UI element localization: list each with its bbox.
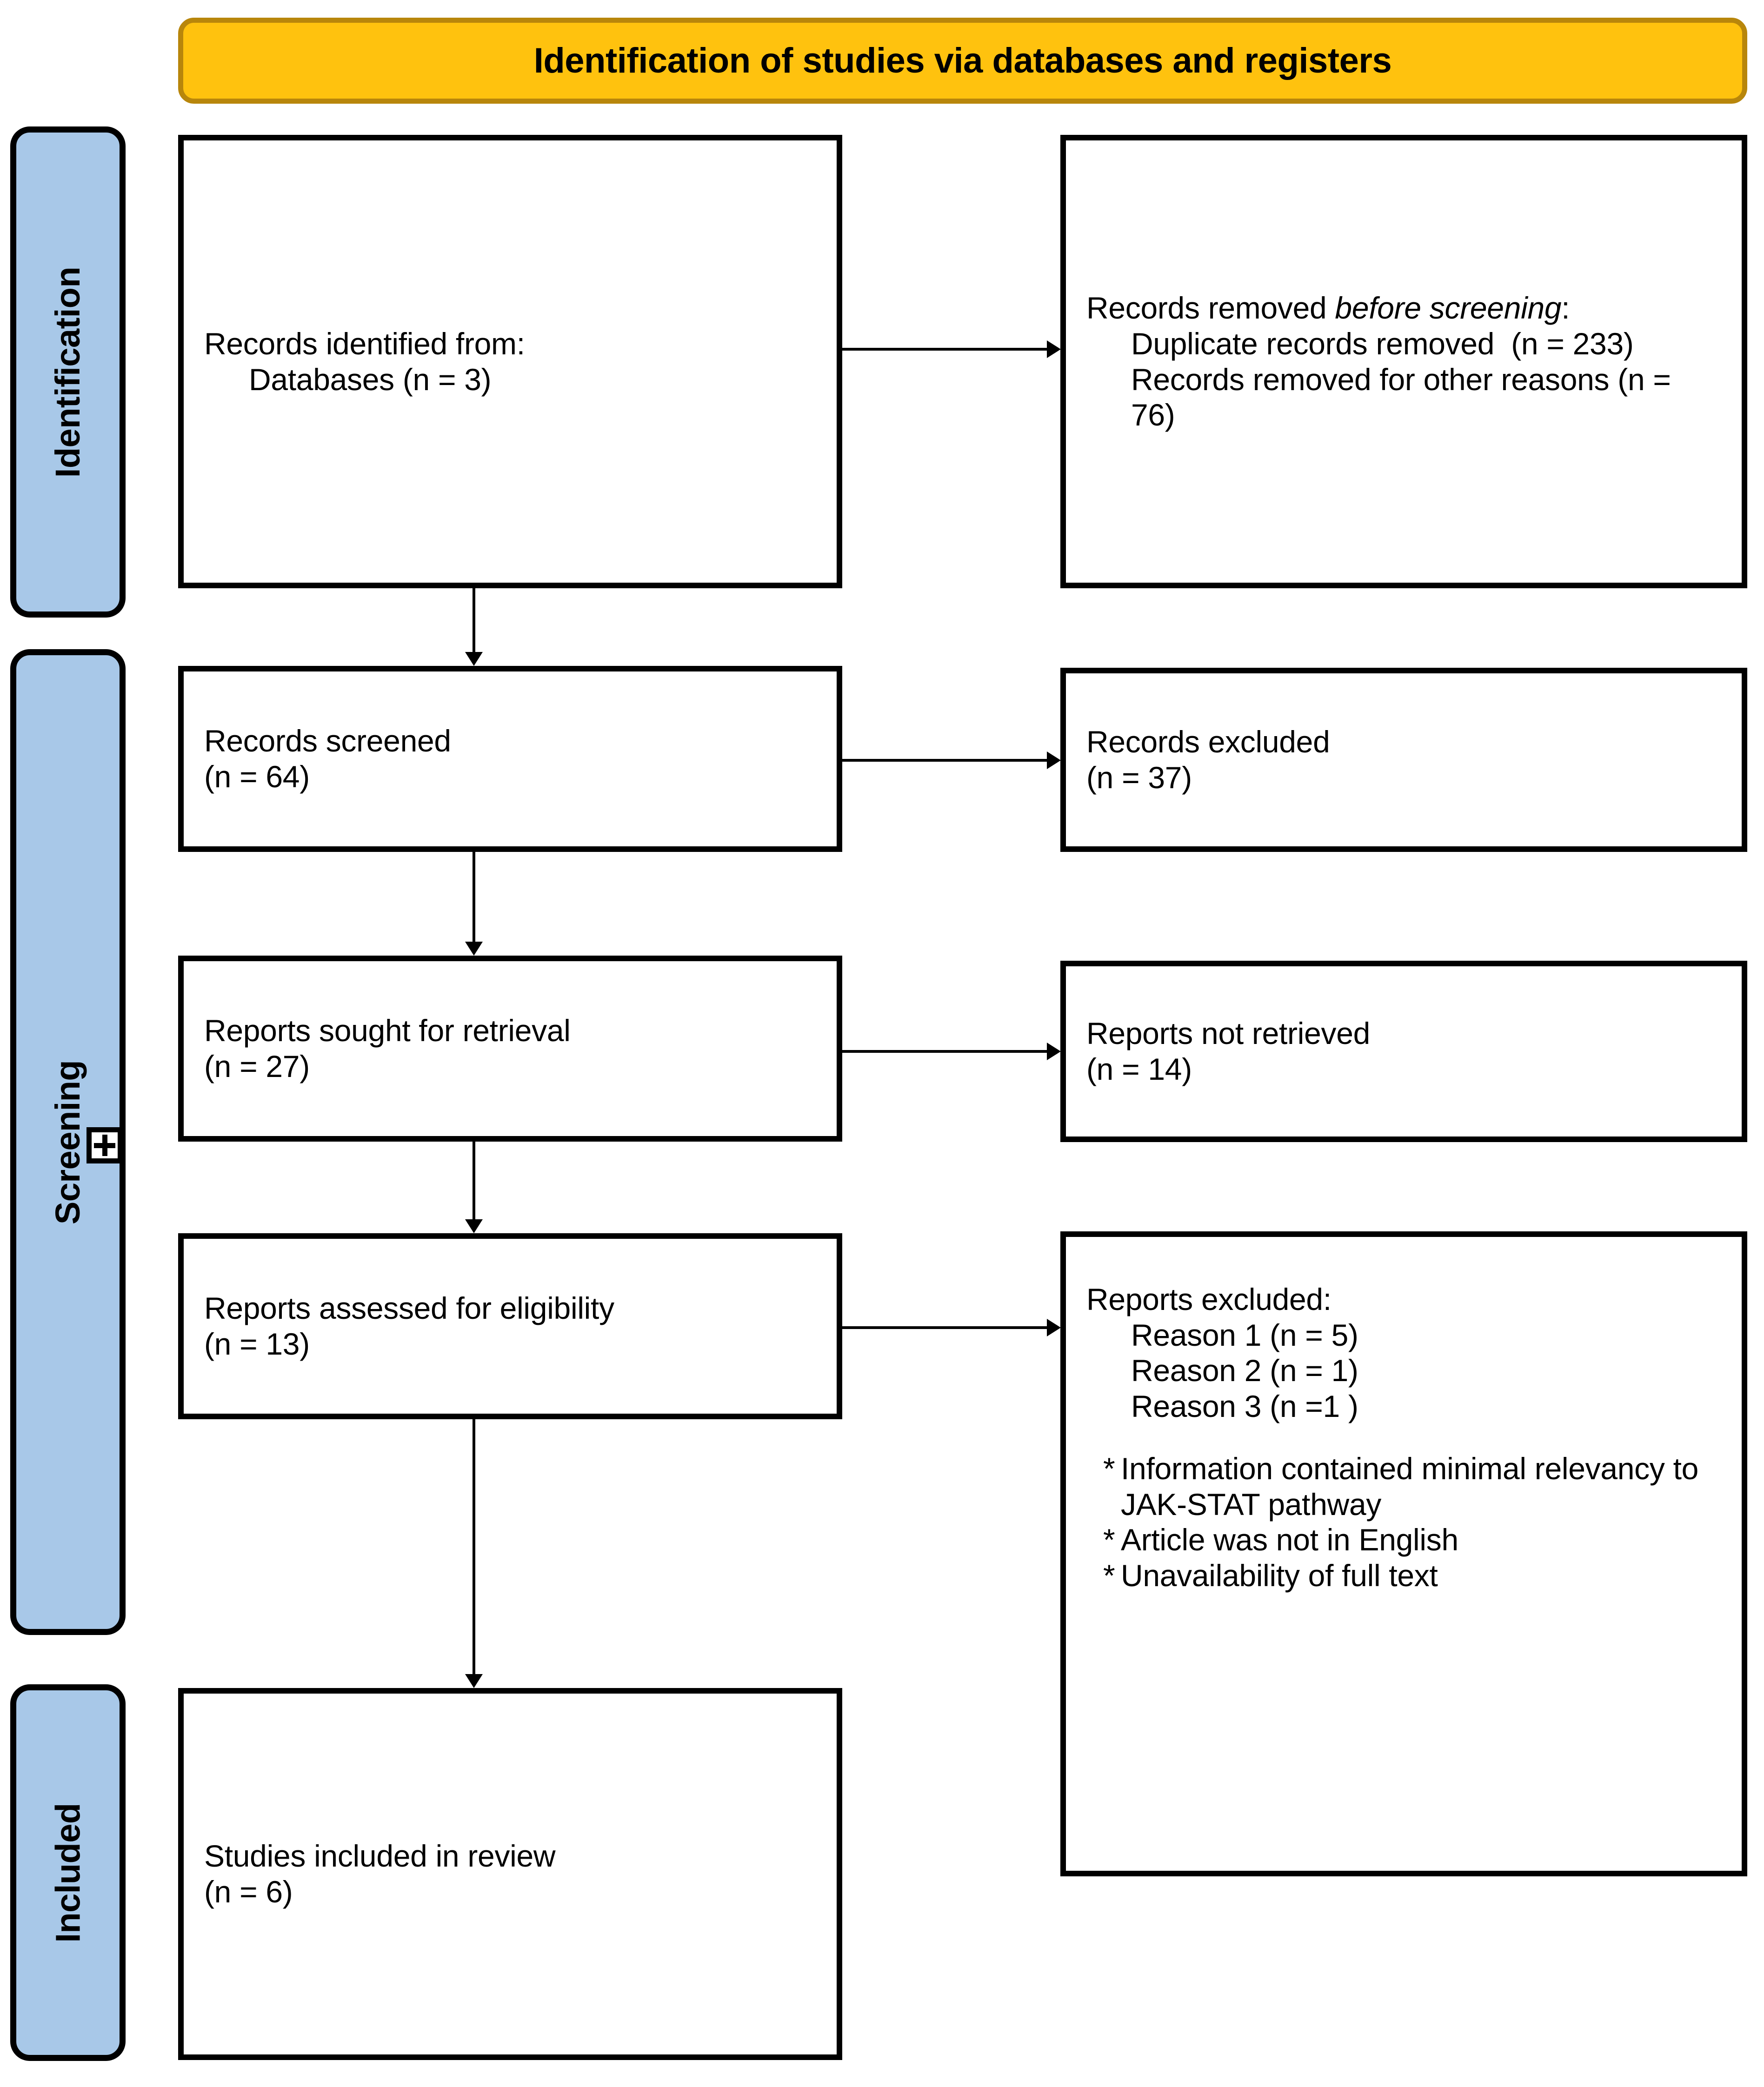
connector-sought-to-assessed bbox=[473, 1142, 475, 1219]
studies-included-label: Studies included in review bbox=[204, 1839, 556, 1874]
records-removed-duplicates: Duplicate records removed (n = 233) bbox=[1131, 326, 1634, 361]
plus-vertical-bar bbox=[102, 1135, 107, 1156]
box-records-identified: Records identified from:Databases (n = 3… bbox=[178, 135, 842, 588]
reports-sought-text: Reports sought for retrieval (n = 27) bbox=[204, 1013, 816, 1084]
box-reports-assessed: Reports assessed for eligibility (n = 13… bbox=[178, 1233, 842, 1419]
records-removed-text: Records removed before screening:Duplica… bbox=[1086, 290, 1721, 432]
diagram-title-banner: Identification of studies via databases … bbox=[178, 18, 1747, 104]
records-excluded-count: (n = 37) bbox=[1086, 760, 1192, 795]
plus-expand-icon[interactable] bbox=[87, 1127, 123, 1163]
connector-assessed-to-reports-excluded bbox=[842, 1326, 1047, 1329]
reports-excluded-text: Reports excluded:Reason 1 (n = 5)Reason … bbox=[1086, 1282, 1721, 1424]
reports-excluded-bullet-1: Information contained minimal relevancy … bbox=[1121, 1451, 1699, 1522]
stage-label-screening: Screening bbox=[48, 1060, 87, 1224]
reports-not-retrieved-text: Reports not retrieved (n = 14) bbox=[1086, 1016, 1721, 1087]
reports-not-retrieved-label: Reports not retrieved bbox=[1086, 1016, 1371, 1051]
asterisk-bullet-icon: * bbox=[1103, 1558, 1115, 1593]
reports-excluded-reason-3: Reason 3 (n =1 ) bbox=[1131, 1389, 1358, 1423]
records-removed-heading-suffix: : bbox=[1561, 291, 1570, 326]
connector-identified-to-removed bbox=[842, 348, 1047, 351]
list-item: * Unavailability of full text bbox=[1086, 1558, 1721, 1594]
connector-screened-to-excluded bbox=[842, 759, 1047, 762]
reports-excluded-reason-1: Reason 1 (n = 5) bbox=[1131, 1317, 1358, 1352]
reports-sought-label: Reports sought for retrieval bbox=[204, 1013, 571, 1048]
box-reports-not-retrieved: Reports not retrieved (n = 14) bbox=[1060, 961, 1747, 1142]
records-removed-other: Records removed for other reasons (n = 7… bbox=[1131, 362, 1679, 432]
reports-not-retrieved-count: (n = 14) bbox=[1086, 1052, 1192, 1086]
asterisk-bullet-icon: * bbox=[1103, 1451, 1115, 1486]
reports-sought-count: (n = 27) bbox=[204, 1049, 310, 1083]
connector-sought-to-not-retrieved bbox=[842, 1050, 1047, 1053]
list-item: * Article was not in English bbox=[1086, 1522, 1721, 1558]
records-excluded-label: Records excluded bbox=[1086, 724, 1330, 759]
stage-rail-identification: Identification bbox=[10, 126, 126, 618]
arrowhead-identified-to-removed bbox=[1047, 340, 1061, 358]
records-excluded-text: Records excluded (n = 37) bbox=[1086, 724, 1721, 795]
asterisk-bullet-icon: * bbox=[1103, 1522, 1115, 1557]
arrowhead-screened-to-excluded bbox=[1047, 751, 1061, 769]
records-screened-count: (n = 64) bbox=[204, 759, 310, 794]
box-records-removed-before-screening: Records removed before screening:Duplica… bbox=[1060, 135, 1747, 588]
stage-rail-included: Included bbox=[10, 1684, 126, 2061]
box-reports-excluded: Reports excluded:Reason 1 (n = 5)Reason … bbox=[1060, 1231, 1747, 1876]
box-reports-sought: Reports sought for retrieval (n = 27) bbox=[178, 956, 842, 1142]
reports-excluded-heading: Reports excluded: bbox=[1086, 1282, 1331, 1316]
box-studies-included: Studies included in review (n = 6) bbox=[178, 1688, 842, 2060]
reports-assessed-count: (n = 13) bbox=[204, 1327, 310, 1361]
connector-screened-to-sought bbox=[473, 852, 475, 942]
connector-identified-to-screened bbox=[473, 588, 475, 652]
records-removed-heading-prefix: Records removed bbox=[1086, 291, 1335, 326]
box-records-excluded: Records excluded (n = 37) bbox=[1060, 668, 1747, 852]
arrowhead-sought-to-assessed bbox=[465, 1219, 483, 1233]
records-screened-text: Records screened (n = 64) bbox=[204, 723, 816, 794]
reports-assessed-label: Reports assessed for eligibility bbox=[204, 1291, 614, 1326]
records-identified-line1: Records identified from: bbox=[204, 326, 525, 361]
records-screened-label: Records screened bbox=[204, 724, 451, 758]
records-removed-heading-italic: before screening bbox=[1335, 291, 1562, 326]
reports-excluded-reason-2: Reason 2 (n = 1) bbox=[1131, 1353, 1358, 1388]
diagram-title-text: Identification of studies via databases … bbox=[533, 40, 1392, 80]
reports-excluded-bullet-3: Unavailability of full text bbox=[1121, 1558, 1438, 1593]
arrowhead-screened-to-sought bbox=[465, 942, 483, 956]
arrowhead-assessed-to-included bbox=[465, 1674, 483, 1688]
connector-assessed-to-included bbox=[473, 1419, 475, 1674]
box-records-screened: Records screened (n = 64) bbox=[178, 666, 842, 852]
list-item: * Information contained minimal relevanc… bbox=[1086, 1451, 1721, 1522]
arrowhead-sought-to-not-retrieved bbox=[1047, 1043, 1061, 1060]
arrowhead-identified-to-screened bbox=[465, 652, 483, 666]
studies-included-count: (n = 6) bbox=[204, 1874, 293, 1909]
records-identified-line2: Databases (n = 3) bbox=[249, 362, 492, 397]
reports-excluded-bullet-list: * Information contained minimal relevanc… bbox=[1086, 1451, 1721, 1593]
studies-included-text: Studies included in review (n = 6) bbox=[204, 1838, 816, 1909]
stage-label-identification: Identification bbox=[48, 266, 87, 478]
stage-label-included: Included bbox=[48, 1802, 87, 1943]
reports-assessed-text: Reports assessed for eligibility (n = 13… bbox=[204, 1290, 816, 1362]
records-identified-text: Records identified from:Databases (n = 3… bbox=[204, 326, 816, 397]
reports-excluded-bullet-2: Article was not in English bbox=[1121, 1522, 1458, 1557]
arrowhead-assessed-to-reports-excluded bbox=[1047, 1319, 1061, 1336]
